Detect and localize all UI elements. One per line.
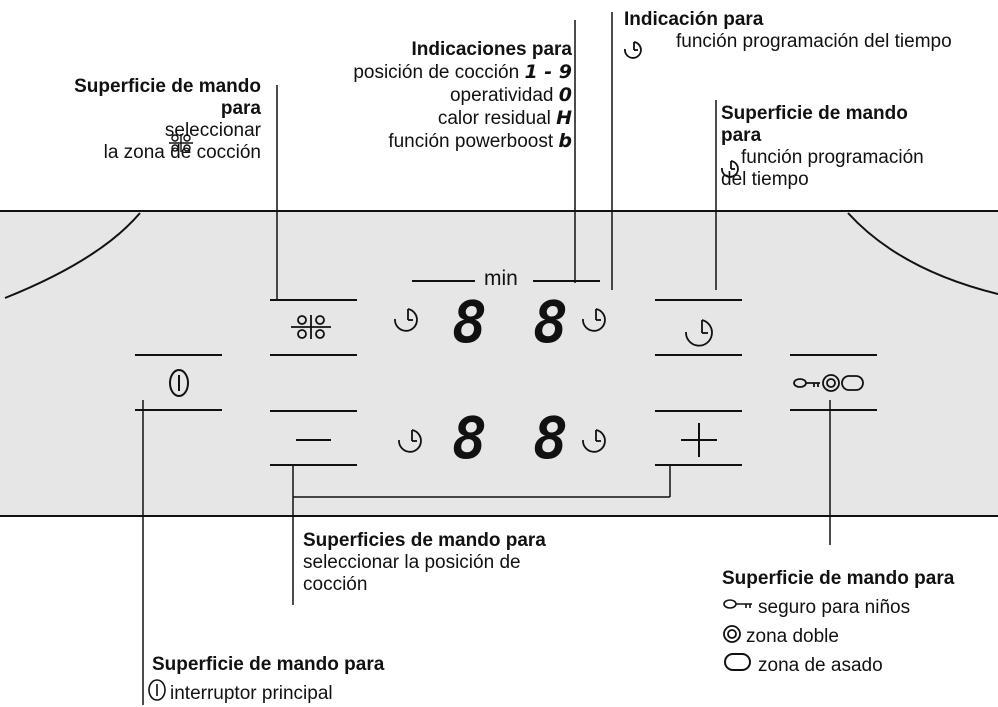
text: función powerboost [388, 131, 554, 152]
plus-icon [681, 423, 717, 457]
child-lock-icon [723, 599, 752, 609]
key-zone-icons [793, 374, 864, 392]
text: del tiempo [721, 169, 809, 190]
dual-zone-icon [723, 625, 741, 643]
right-cooking-zone-arc [847, 212, 998, 295]
heading: para [721, 125, 762, 146]
timer-control-label: Superficie de mando para función program… [721, 103, 924, 191]
minus-button[interactable] [270, 412, 357, 464]
specials-button[interactable] [790, 356, 877, 409]
heading: Superficie de mando para [152, 654, 385, 675]
power-levels-label: Superficies de mando para seleccionar la… [303, 530, 546, 596]
power-icon [169, 369, 189, 397]
plus-button[interactable] [655, 412, 742, 464]
text: calor residual [437, 108, 551, 129]
display-digit: 8 [533, 404, 568, 472]
display-digit: 8 [533, 288, 568, 356]
main-switch-button[interactable] [135, 356, 222, 409]
text: seleccionar [164, 120, 261, 141]
control-panel [0, 210, 998, 517]
main-switch-label-icon [148, 679, 166, 701]
display-digit: 8 [452, 288, 487, 356]
heading: Superficie de mando para [722, 568, 955, 589]
heading: Superficie de mando [74, 76, 261, 97]
min-label: min [484, 267, 518, 290]
text: operatividad [449, 85, 554, 106]
heading: Superficies de mando para [303, 530, 546, 551]
heading: Superficie de mando [721, 103, 908, 124]
zone-select-label-icon [169, 134, 193, 152]
text: posición de cocción [353, 62, 520, 83]
text: función programación del tiempo [676, 31, 952, 52]
indications-label: Indicaciones para posición de cocción 1 … [353, 39, 572, 153]
segment-glyph: 0 [558, 84, 572, 106]
text: la zona de cocción [103, 142, 261, 163]
text: seleccionar la posición de [303, 552, 521, 573]
segment-glyph: 1 - 9 [524, 61, 572, 83]
display-digit: 8 [452, 404, 487, 472]
text: función programación [741, 147, 924, 168]
text: zona doble [746, 626, 839, 647]
text: cocción [303, 574, 368, 595]
text: interruptor principal [170, 683, 333, 704]
heading: Indicaciones para [411, 39, 572, 60]
zone-select-button[interactable] [270, 301, 357, 354]
heading: para [220, 98, 261, 119]
timer-icons [394, 41, 739, 453]
zone-select-icon [291, 315, 331, 339]
timer-button[interactable] [655, 301, 742, 354]
heading: Indicación para [624, 9, 764, 30]
timer-indication-label: Indicación para función programación del… [624, 9, 952, 53]
main-switch-label: Superficie de mando para interruptor pri… [152, 650, 384, 707]
segment-glyph: H [556, 107, 572, 129]
text: zona de asado [758, 655, 883, 676]
segment-glyph: b [558, 130, 572, 152]
roast-zone-icon [724, 653, 751, 671]
text: seguro para niños [758, 597, 911, 618]
left-cooking-zone-arc [4, 212, 141, 299]
zone-select-label: Superficie de mando para seleccionar la … [74, 76, 261, 164]
specials-label: Superficie de mando para seguro para niñ… [722, 564, 954, 680]
